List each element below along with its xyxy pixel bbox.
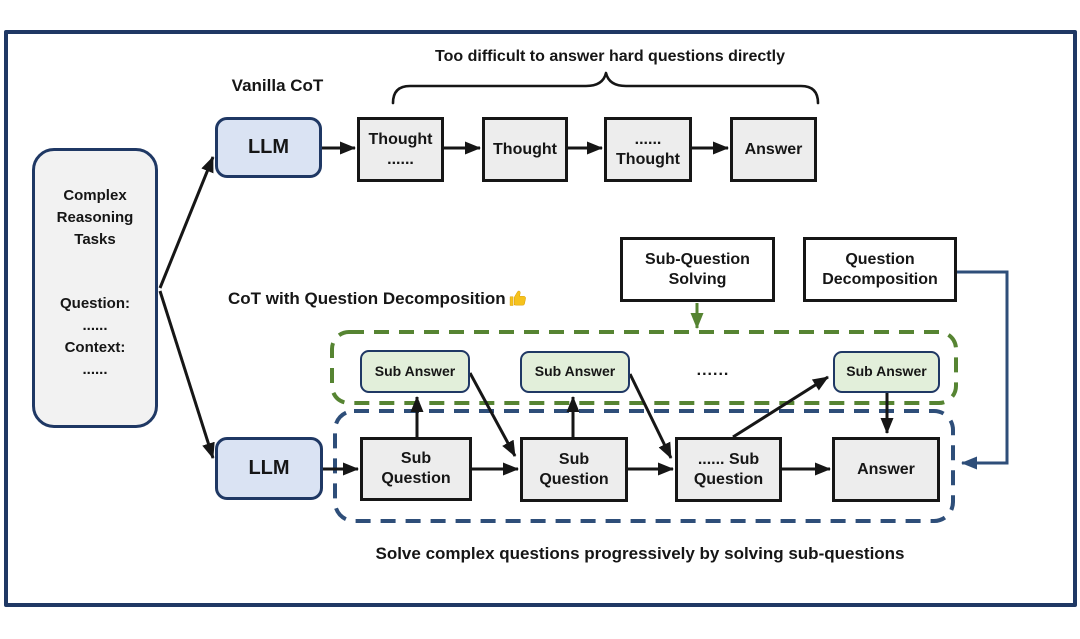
llm-label: LLM [247, 136, 290, 158]
box-line: Sub Answer [846, 363, 927, 380]
vanilla-cot-label: Vanilla CoT [231, 76, 324, 95]
brace-caption: Too difficult to answer hard questions d… [435, 48, 785, 65]
tasks-title-line: Tasks [74, 231, 116, 248]
question-dots: ...... [82, 317, 108, 334]
sub-answer-ellipsis: ...... [696, 362, 730, 379]
sub-answer-box-3: Sub Answer [833, 351, 940, 393]
box-line: Question [693, 470, 764, 488]
box-line: Answer [744, 140, 803, 158]
llm-box-bottom: LLM [215, 437, 323, 500]
sub-question-dashed-container [333, 409, 955, 523]
question-label: Question: [60, 295, 130, 312]
question-decomposition-box: Question Decomposition [803, 237, 957, 302]
box-line: ...... [634, 130, 662, 148]
sub-question-box-1: Sub Question [360, 437, 472, 501]
box-line: Answer [857, 460, 915, 478]
llm-box-top: LLM [215, 117, 322, 178]
sub-answer-box-2: Sub Answer [520, 351, 630, 393]
context-dots: ...... [82, 361, 108, 378]
black-arrows [158, 141, 894, 476]
brace [391, 71, 820, 105]
sub-question-box-2: Sub Question [520, 437, 628, 502]
tasks-title-line: Reasoning [56, 209, 134, 226]
answer-box-top: Answer [730, 117, 817, 182]
outer-frame [4, 30, 1077, 607]
sub-question-solving-box: Sub-Question Solving [620, 237, 775, 302]
box-line: Question [845, 250, 915, 268]
thumbs-up-icon [508, 288, 528, 308]
decomposition-label-row: CoT with Question Decomposition [228, 288, 608, 309]
arrow-subans1-to-subq2 [468, 372, 517, 457]
box-line: Solving [668, 270, 727, 288]
arrow-subans2-to-subq3 [628, 373, 673, 459]
sub-answer-box-1: Sub Answer [360, 350, 470, 393]
box-line: Sub [400, 450, 432, 467]
box-line: Sub Answer [534, 363, 616, 380]
context-label: Context: [64, 339, 126, 356]
box-line: Sub Answer [374, 362, 456, 379]
thought-box-3: ...... Thought [604, 117, 692, 182]
bottom-caption: Solve complex questions progressively by… [375, 544, 905, 563]
thought-box-1: Thought ...... [357, 117, 444, 182]
thought-box-2: Thought [482, 117, 568, 182]
box-line: Thought [616, 150, 680, 168]
arrow-tasks-to-llm-top [158, 156, 215, 289]
arrow-subq3-to-subans3 [732, 375, 829, 439]
box-line: ...... Sub [697, 450, 760, 468]
box-line: Question [381, 470, 451, 487]
sub-question-box-3: ...... Sub Question [675, 437, 782, 502]
question-decomposition-feedback-arrow [957, 270, 1009, 470]
box-line: Decomposition [822, 270, 938, 288]
answer-box-bottom: Answer [832, 437, 940, 502]
box-line: ...... [387, 150, 414, 168]
llm-label: LLM [248, 457, 290, 479]
complex-reasoning-tasks-box: Complex Reasoning Tasks Question: ......… [32, 148, 158, 428]
box-line: Thought [368, 130, 433, 148]
box-line: Sub-Question [645, 250, 750, 268]
arrow-tasks-to-llm-bottom [158, 290, 215, 459]
box-line: Sub [558, 450, 590, 468]
box-line: Question [539, 470, 609, 488]
decomposition-label: CoT with Question Decomposition [228, 289, 506, 308]
tasks-title-line: Complex [63, 187, 127, 204]
box-line: Thought [493, 140, 557, 158]
